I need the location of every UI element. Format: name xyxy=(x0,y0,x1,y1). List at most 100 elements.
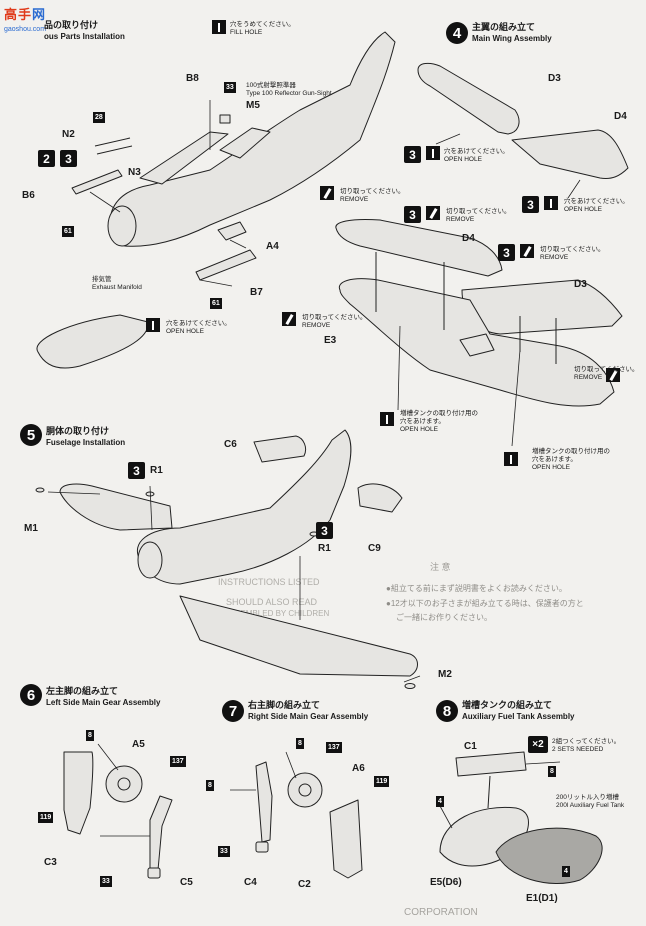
step8-label-c1: C1 xyxy=(464,741,477,752)
step5-cowl xyxy=(137,541,163,579)
step5-label-c9: C9 xyxy=(368,543,381,554)
step8-part-8: 8 xyxy=(548,766,556,777)
step4-remove-note-b: 切り取ってください。REMOVE xyxy=(446,208,511,223)
step5-badge-3b: 3 xyxy=(316,522,333,539)
step4-badge-3c: 3 xyxy=(404,206,421,223)
bleed-notice-title: 注 意 xyxy=(430,562,451,572)
fill-hole-icon xyxy=(212,20,226,34)
step4-label-e3: E3 xyxy=(324,335,337,346)
step7-part-119: 119 xyxy=(374,776,390,787)
step8-label-e1: E1(D1) xyxy=(526,893,558,904)
step4-remove-note-c: 切り取ってください。REMOVE xyxy=(540,246,605,261)
step4-remove-note-e: 切り取ってください。REMOVE xyxy=(574,366,639,381)
remove-cut-icon xyxy=(606,368,620,382)
step7-strut xyxy=(255,761,273,843)
step6-title: 左主脚の組み立て Left Side Main Gear Assembly xyxy=(46,686,161,707)
step5-fuselage xyxy=(137,429,352,585)
step3-label-n3: N3 xyxy=(128,167,141,178)
step7-part-137: 137 xyxy=(326,742,342,753)
step5-label-c6: C6 xyxy=(224,439,237,450)
step5-label-r1a: R1 xyxy=(150,465,163,476)
step5-label-m1: M1 xyxy=(24,523,38,534)
bleed-text-2: SHOULD ALSO READ xyxy=(226,597,318,607)
step3-label-m5: M5 xyxy=(246,100,260,111)
step8-sets-badge: ×2 xyxy=(528,736,548,753)
step7-part-8b: 8 xyxy=(206,780,214,791)
step4-label-d4-mid: D4 xyxy=(462,233,475,244)
step8-part-c1 xyxy=(455,751,527,777)
step5-title: 胴体の取り付け Fuselage Installation xyxy=(46,426,126,447)
step5-left-wing xyxy=(59,483,173,531)
step3-lower-part xyxy=(36,314,149,369)
bleed-notice-line2: ●12才以下のお子さまが組み立てる時は、保護者の方と xyxy=(386,599,584,608)
step3-label-b7: B7 xyxy=(250,287,263,298)
step7-gear-door xyxy=(329,799,363,879)
step4-open-hole-note-b: 穴をあけてください。OPEN HOLE xyxy=(564,198,629,213)
step4-label-d3-upper: D3 xyxy=(548,73,561,84)
step3-canopy-base xyxy=(219,127,271,159)
step3-badge-2: 2 xyxy=(38,150,55,167)
step3-exhaust-b7 xyxy=(195,249,257,281)
bleed-notice-line1: ●組立てる前にまず説明書をよくお読みください。 xyxy=(386,584,567,593)
open-hole-icon xyxy=(504,452,518,466)
step3-exhaust-b6 xyxy=(71,169,123,195)
step3-part-33: 33 xyxy=(224,82,236,93)
step5-tail-c9 xyxy=(357,483,403,513)
step3-label-b8: B8 xyxy=(186,73,199,84)
step4-badge-3a: 3 xyxy=(404,146,421,163)
step3-label-n2: N2 xyxy=(62,129,75,140)
open-hole-icon xyxy=(380,412,394,426)
step4-tank-hole-note-b: 増槽タンクの取り付け用の穴をあけます。OPEN HOLE xyxy=(532,448,610,471)
step3-part-b8 xyxy=(139,131,229,185)
step3-part-61a: 61 xyxy=(62,226,74,237)
bleed-notice-line3: ご一緒にお作りください。 xyxy=(396,613,492,622)
step4-remove-note-d: 切り取ってください。REMOVE xyxy=(302,314,367,329)
step4-wing-d3-upper xyxy=(417,62,520,135)
step8-title: 増槽タンクの組み立て Auxiliary Fuel Tank Assembly xyxy=(462,700,575,721)
open-hole-icon xyxy=(146,318,160,332)
step4-tank-hole-note-a: 増槽タンクの取り付け用の穴をあけます。OPEN HOLE xyxy=(400,410,478,433)
step5-label-r1b: R1 xyxy=(318,543,331,554)
remove-cut-icon xyxy=(320,186,334,200)
step6-label-c3: C3 xyxy=(44,857,57,868)
remove-cut-icon xyxy=(282,312,296,326)
step6-part-119: 119 xyxy=(38,812,54,823)
step3-fill-hole-note: 穴をうめてください。FILL HOLE xyxy=(230,21,295,36)
step4-wing-d4-mid xyxy=(335,219,503,277)
watermark-site: gaoshou.com xyxy=(4,26,47,33)
step4-remove-note-a: 切り取ってください。REMOVE xyxy=(340,188,405,203)
step4-wing-d4-upper xyxy=(511,129,629,179)
step7-title: 右主脚の組み立て Right Side Main Gear Assembly xyxy=(248,700,369,721)
step8-number: 8 xyxy=(436,700,458,722)
step3-label-b6: B6 xyxy=(22,190,35,201)
step8-label-e5: E5(D6) xyxy=(430,877,462,888)
remove-cut-icon xyxy=(520,244,534,258)
step3-label-a4: A4 xyxy=(266,241,279,252)
step3-badge-3: 3 xyxy=(60,150,77,167)
step7-part-33: 33 xyxy=(218,846,230,857)
step3-cowl xyxy=(107,205,137,247)
step6-part-8: 8 xyxy=(86,730,94,741)
step5-badge-3a: 3 xyxy=(128,462,145,479)
step5-label-m2: M2 xyxy=(438,669,452,680)
step7-number: 7 xyxy=(222,700,244,722)
step5-number: 5 xyxy=(20,424,42,446)
remove-cut-icon xyxy=(426,206,440,220)
bleed-text-3: BE ASSEMBLED BY CHILDREN xyxy=(212,609,330,618)
step4-number: 4 xyxy=(446,22,468,44)
step8-tank-e1 xyxy=(495,827,603,884)
step6-part-137: 137 xyxy=(170,756,186,767)
step6-number: 6 xyxy=(20,684,42,706)
step5-tail-c6 xyxy=(253,435,307,463)
open-hole-icon xyxy=(426,146,440,160)
step3-fuselage xyxy=(109,31,396,247)
step4-label-d3-mid: D3 xyxy=(574,279,587,290)
step6-label-a5: A5 xyxy=(132,739,145,750)
step3-title: 品の取り付け ous Parts Installation xyxy=(44,20,125,41)
step4-wing-d3-mid xyxy=(461,279,623,335)
